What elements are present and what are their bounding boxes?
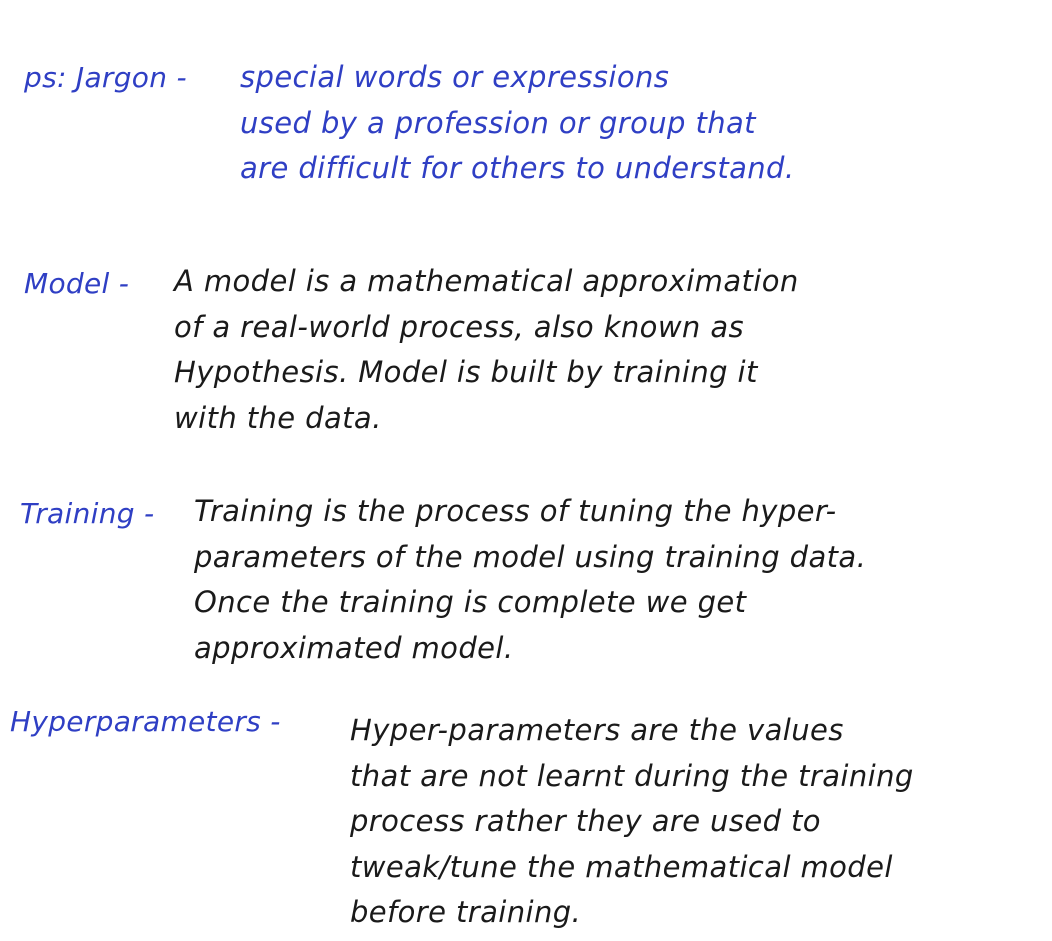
- definition-line: Hypothesis. Model is built by training i…: [174, 355, 758, 389]
- definition-line: before training.: [350, 895, 582, 929]
- definition-training: Training is the process of tuning the hy…: [194, 489, 866, 671]
- definition-line: of a real-world process, also known as: [174, 309, 745, 344]
- definition-model: A model is a mathematical approximation …: [174, 259, 799, 441]
- definition-line: process rather they are used to: [350, 804, 821, 838]
- jargon-label: ps: Jargon -: [24, 61, 187, 94]
- jargon-definition-line: used by a profession or group that: [240, 105, 756, 140]
- definition-line: Training is the process of tuning the hy…: [194, 494, 837, 528]
- definition-line: parameters of the model using training d…: [194, 539, 867, 574]
- jargon-definition: special words or expressions used by a p…: [240, 55, 794, 192]
- definition-line: A model is a mathematical approximation: [174, 264, 799, 298]
- definition-line: approximated model.: [194, 630, 514, 665]
- term-hyperparameters: Hyperparameters -: [10, 705, 281, 738]
- definition-line: tweak/tune the mathematical model: [350, 849, 893, 884]
- definition-line: Once the training is complete we get: [194, 585, 747, 619]
- jargon-definition-line: are difficult for others to understand.: [240, 151, 795, 185]
- definition-hyperparameters: Hyper-parameters are the values that are…: [350, 708, 914, 936]
- term-model: Model -: [24, 267, 130, 300]
- definition-line: Hyper-parameters are the values: [350, 713, 844, 747]
- definition-line: with the data.: [174, 400, 382, 435]
- term-training: Training -: [20, 497, 155, 530]
- definition-line: that are not learnt during the training: [350, 758, 914, 793]
- jargon-definition-line: special words or expressions: [240, 60, 670, 94]
